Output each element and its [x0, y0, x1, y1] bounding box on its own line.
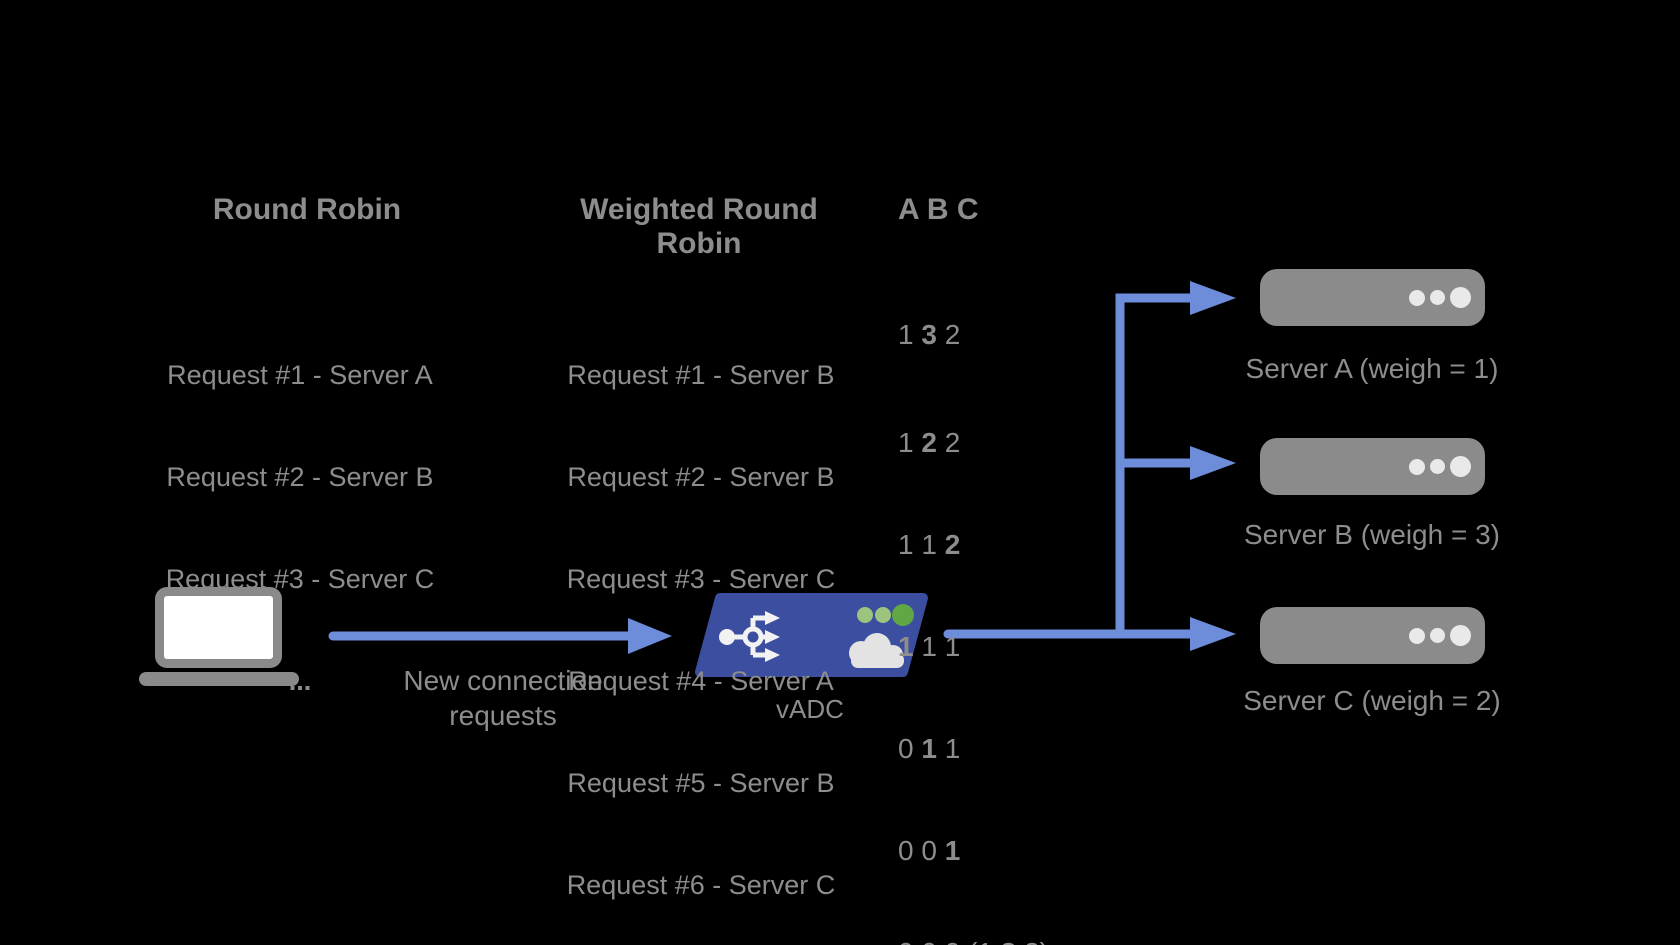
server-b-box	[1260, 438, 1485, 495]
server-dot-icon	[1430, 459, 1445, 474]
server-b-label: Server B (weigh = 3)	[1244, 519, 1500, 550]
vadc-appliance-icon	[695, 593, 928, 677]
server-dots	[1409, 438, 1471, 495]
cloud-icon	[849, 633, 904, 668]
counter-row: 0 1 1	[898, 733, 961, 764]
request-mapping: Request #6 - Server C	[566, 870, 836, 900]
counter-row: 1 2 2	[898, 427, 961, 458]
server-dots	[1409, 269, 1471, 326]
request-mapping: Request #5 - Server B	[567, 768, 835, 798]
request-mapping: Request #2 - Server B	[567, 462, 835, 492]
server-dot-icon	[1409, 289, 1425, 306]
arrowhead-icon	[1190, 446, 1236, 480]
server-dot-icon	[1430, 628, 1445, 643]
counter-row: 0 0 0 (1 3 2)	[898, 936, 1049, 945]
vadc-to-servers-arrows	[943, 281, 1236, 651]
status-dot-icon	[857, 607, 873, 623]
round-robin-header: Round Robin	[212, 193, 402, 226]
counter-row: 0 0 1	[898, 835, 961, 866]
server-c-label: Server C (weigh = 2)	[1243, 685, 1501, 716]
client-arrow-caption: New connection requests	[403, 665, 603, 731]
request-mapping: Request #4 - Server A	[568, 666, 834, 696]
server-a-box	[1260, 269, 1485, 326]
server-dot-icon	[1409, 627, 1425, 644]
server-dot-icon	[1450, 456, 1471, 477]
request-mapping: Request #2 - Server B	[166, 462, 434, 492]
arrowhead-icon	[1190, 281, 1236, 315]
request-mapping: Request #1 - Server B	[567, 360, 835, 390]
server-dot-icon	[1450, 625, 1471, 646]
abc-counter-header: A B C	[898, 193, 979, 226]
arrowhead-icon	[628, 618, 672, 654]
client-to-vadc-arrow	[328, 618, 672, 654]
server-dot-icon	[1430, 290, 1445, 305]
vadc-label: vADC	[776, 694, 844, 724]
load-balancer-icon	[719, 611, 780, 662]
server-a-label: Server A (weigh = 1)	[1245, 353, 1499, 384]
request-mapping: Request #3 - Server C	[566, 564, 836, 594]
weight-counter-list: 1 3 2 1 2 2 1 1 2 1 1 1 0 1 1 0 0 1 0 0 …	[898, 250, 1049, 945]
status-dot-icon	[875, 607, 891, 623]
laptop-base	[139, 672, 299, 686]
status-dot-icon	[892, 604, 914, 626]
weighted-round-robin-header: Weighted Round Robin	[580, 193, 818, 260]
laptop-screen	[155, 587, 282, 668]
server-dot-icon	[1409, 458, 1425, 475]
server-c-box	[1260, 607, 1485, 664]
status-dots	[857, 604, 914, 626]
arrowhead-icon	[1190, 617, 1236, 651]
weighted-round-robin-list: Request #1 - Server B Request #2 - Serve…	[536, 290, 866, 945]
server-dot-icon	[1450, 287, 1471, 308]
counter-row: 1 3 2	[898, 319, 961, 350]
counter-row: 1 1 1	[898, 631, 961, 662]
server-dots	[1409, 607, 1471, 664]
round-robin-list: Request #1 - Server A Request #2 - Serve…	[135, 290, 465, 766]
counter-row: 1 1 2	[898, 529, 961, 560]
request-mapping: Request #1 - Server A	[167, 360, 433, 390]
